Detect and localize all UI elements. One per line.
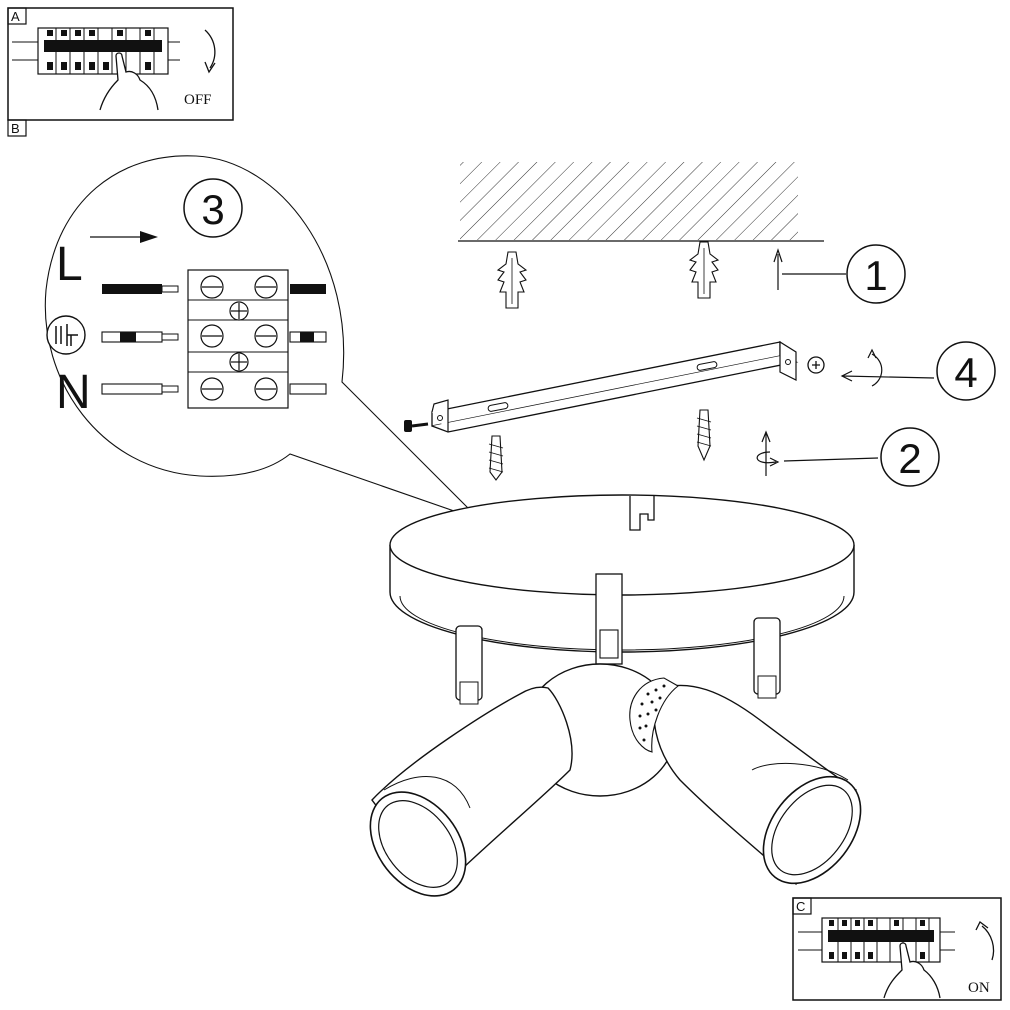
- panel-b-tag: B: [11, 121, 20, 136]
- wall-plug-icon: [688, 241, 720, 299]
- panel-a-label: OFF: [184, 92, 212, 108]
- bracket-bolt-icon: [404, 420, 429, 432]
- callout-4-number: 4: [954, 349, 977, 396]
- panel-a-breaker-off: A OFF B: [7, 7, 234, 137]
- earth-wire: [101, 331, 327, 343]
- rotate-down-arrow-icon: [204, 29, 216, 69]
- step-2-rotate-arrow-icon: [756, 430, 879, 476]
- live-wire-label: L: [56, 238, 83, 291]
- wall-plug-icon: [496, 251, 528, 309]
- panel-c-label: ON: [968, 980, 990, 996]
- screw-icon: [696, 409, 712, 462]
- step-4-rotate-arrow-icon: [840, 348, 935, 387]
- screw-icon: [488, 435, 504, 481]
- hand-icon: [883, 942, 941, 999]
- callout-1: 1: [846, 244, 906, 304]
- hand-icon: [99, 52, 159, 111]
- callout-4: 4: [936, 341, 996, 401]
- mounting-bracket: [431, 340, 799, 433]
- breaker-bank-icon: [798, 917, 955, 963]
- callout-2-number: 2: [898, 435, 921, 482]
- rotate-up-arrow-icon: [981, 925, 995, 961]
- breaker-bank-icon: [12, 27, 180, 75]
- insert-arrow-icon: [90, 231, 158, 243]
- panel-c-breaker-on: C ON: [792, 897, 1002, 1001]
- neutral-wire-label: N: [56, 366, 91, 419]
- step-1-arrow-icon: [773, 248, 846, 290]
- spotlight-fixture: [369, 494, 862, 897]
- callout-3-number: 3: [201, 186, 224, 233]
- earth-ground-icon: [46, 315, 86, 355]
- panel-c-tag: C: [796, 899, 805, 914]
- terminal-block: [187, 269, 289, 409]
- live-wire: [102, 284, 326, 294]
- ceiling: [458, 162, 824, 242]
- callout-1-number: 1: [864, 252, 887, 299]
- neutral-wire: [101, 383, 327, 395]
- nut-icon: [807, 356, 825, 374]
- panel-a-tag: A: [11, 9, 20, 24]
- callout-3: 3: [183, 178, 243, 238]
- callout-2: 2: [880, 427, 940, 487]
